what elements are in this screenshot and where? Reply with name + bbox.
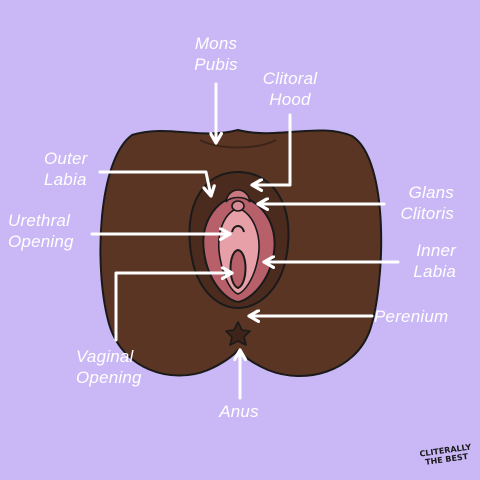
clitoral-hood-label: Clitoral Hood xyxy=(251,68,329,110)
mons-pubis-label-line2: Pubis xyxy=(194,55,238,74)
outer-labia-label: Outer Labia xyxy=(44,148,104,190)
anus-shape xyxy=(225,321,251,346)
vaginal-opening-shape xyxy=(229,248,247,290)
glans-clitoris-label-line1: Glans xyxy=(408,183,454,202)
clitoral-hood-arrow xyxy=(252,113,292,185)
glans-clitoris-shape xyxy=(231,200,245,212)
anus-label: Anus xyxy=(204,401,274,422)
clitoral-hood-shape xyxy=(225,189,251,203)
vaginal-opening-arrow xyxy=(114,273,232,342)
clitoral-hood-label-line1: Clitoral xyxy=(262,69,318,88)
urethral-opening-label: Urethral Opening xyxy=(8,210,92,252)
vaginal-opening-label: Vaginal Opening xyxy=(76,346,162,388)
inner-labia-label-line1: Inner xyxy=(416,241,456,260)
glans-clitoris-label: Glans Clitoris xyxy=(378,182,454,224)
outer-labia-label-line2: Labia xyxy=(44,170,87,189)
perenium-label: Perenium xyxy=(374,306,470,327)
top-crease xyxy=(199,139,277,149)
urethral-opening-shape xyxy=(231,225,245,233)
urethral-opening-label-line2: Opening xyxy=(8,232,74,251)
mons-pubis-label-line1: Mons xyxy=(194,34,238,53)
vaginal-opening-label-line1: Vaginal xyxy=(76,347,134,366)
outer-labia-arrow xyxy=(98,170,211,196)
inner-labia-label-line2: Labia xyxy=(413,262,456,281)
perenium-label-line1: Perenium xyxy=(374,307,449,326)
inner-labia-label: Inner Labia xyxy=(394,240,456,282)
outer-labia-label-line1: Outer xyxy=(44,149,88,168)
anus-label-line1: Anus xyxy=(219,402,259,421)
vaginal-opening-label-line2: Opening xyxy=(76,368,142,387)
urethral-opening-label-line1: Urethral xyxy=(8,211,71,230)
clitoral-hood-label-line2: Hood xyxy=(269,90,311,109)
glans-clitoris-label-line2: Clitoris xyxy=(400,204,454,223)
mons-pubis-label: Mons Pubis xyxy=(183,33,249,75)
